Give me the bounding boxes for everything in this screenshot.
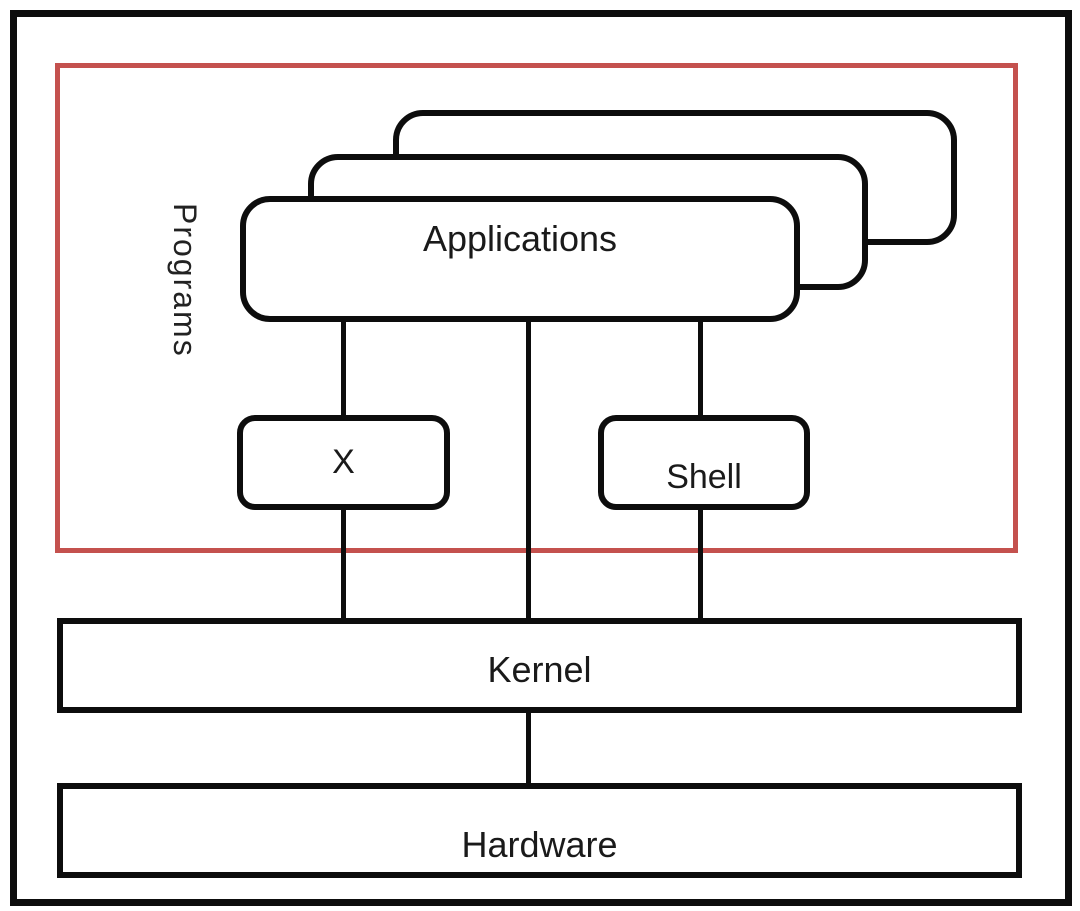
edge-x-kernel (341, 510, 346, 618)
programs-group-box (55, 63, 1018, 553)
applications-node-label: Applications (422, 218, 618, 259)
x-node-label: X (332, 443, 355, 481)
hardware-node: Hardware (57, 783, 1022, 878)
edge-applications-kernel (526, 322, 531, 618)
edge-applications-shell (698, 322, 703, 415)
applications-node: Applications (240, 196, 800, 322)
x-node: X (237, 415, 450, 510)
kernel-node: Kernel (57, 618, 1022, 713)
hardware-node-label: Hardware (461, 823, 618, 865)
edge-shell-kernel (698, 510, 703, 618)
edge-applications-x (341, 322, 346, 415)
programs-group-label: Programs (167, 203, 203, 358)
shell-node-label: Shell (666, 458, 742, 496)
edge-kernel-hardware (526, 713, 531, 783)
shell-node: Shell (598, 415, 810, 510)
outer-frame (10, 10, 1072, 906)
kernel-node-label: Kernel (487, 648, 592, 690)
